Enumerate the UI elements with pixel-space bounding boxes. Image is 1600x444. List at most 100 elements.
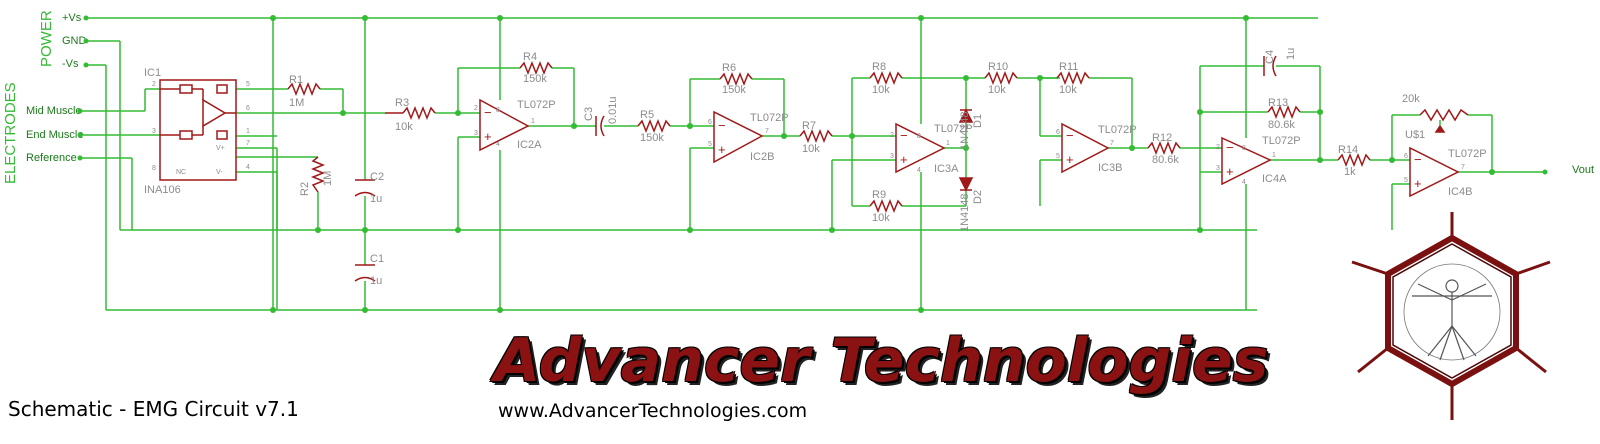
r6-resistor [719,71,753,87]
ic2b-opamp [713,110,764,164]
svg-text:2: 2 [474,105,478,112]
net-label-end-muscle: End Muscle [26,129,83,141]
c2-ref: C2 [370,171,384,183]
svg-text:5: 5 [708,141,712,148]
ic1-inner-amp [202,98,227,128]
ic1-pin-labels: 2 3 8 5 6 1 7 4 NC V+ V- [152,81,250,176]
svg-text:2: 2 [890,132,894,139]
r4-value: 150k [523,73,547,85]
svg-text:−: − [900,128,908,143]
net-label-vs-neg: -Vs [62,58,79,70]
d2-diode [958,177,974,192]
svg-text:V-: V- [216,169,223,176]
r7-resistor [799,128,833,144]
c4-value: 1u [1285,48,1297,60]
website-url: www.AdvancerTechnologies.com [498,400,808,422]
r3-ref: R3 [395,97,409,109]
svg-text:−: − [1414,152,1422,167]
ic2b-part: TL072P [750,112,789,124]
c1-ref: C1 [370,253,384,265]
r14-value: 1k [1344,166,1356,178]
r8-resistor [869,70,903,86]
ic3b-opamp [1061,122,1110,174]
d2-ref: D2 [972,190,984,204]
svg-text:8: 8 [496,107,500,114]
svg-text:8: 8 [1242,145,1246,152]
svg-text:1: 1 [246,128,250,135]
ic4b-part: TL072P [1448,148,1487,160]
ic2a-ref: IC2A [517,139,542,151]
r3-resistor [402,105,436,121]
c3-ref: C3 [583,107,595,121]
r5-ref: R5 [640,109,654,121]
r4-ref: R4 [523,51,537,63]
svg-text:3: 3 [890,153,894,160]
ic4b-opamp [1409,146,1460,198]
r13-ref: R13 [1268,97,1288,109]
r10-value: 10k [988,84,1006,96]
svg-text:8: 8 [152,165,156,172]
svg-text:4: 4 [1242,179,1246,186]
r13-value: 80.6k [1268,119,1295,131]
r3-value: 10k [395,121,413,133]
d1-diode [958,108,974,123]
r14-ref: R14 [1338,144,1358,156]
net-label-gnd: GND [62,35,87,47]
r10-ref: R10 [988,61,1008,73]
svg-text:4: 4 [917,167,921,174]
ic1-body [159,79,237,181]
svg-text:6: 6 [1404,153,1408,160]
ic3a-opamp [895,122,946,174]
svg-text:1: 1 [531,118,535,125]
svg-text:3: 3 [1216,165,1220,172]
net-label-reference: Reference [26,152,77,164]
r7-value: 10k [802,143,820,155]
svg-text:+: + [1414,176,1422,191]
svg-text:7: 7 [1461,164,1465,171]
svg-text:3: 3 [474,130,478,137]
svg-text:1: 1 [946,140,950,147]
svg-text:6: 6 [708,119,712,126]
r1-value: 1M [289,97,304,109]
r12-resistor [1147,140,1181,156]
svg-text:+: + [484,129,492,144]
svg-text:7: 7 [765,128,769,135]
r12-ref: R12 [1152,132,1172,144]
c1-value: 1u [370,275,382,287]
svg-text:6: 6 [1056,129,1060,136]
r10-resistor [984,70,1018,86]
svg-text:+: + [1226,164,1234,179]
svg-text:5: 5 [1056,153,1060,160]
ic3a-part: TL072P [934,123,973,135]
r6-value: 150k [722,84,746,96]
ic2a-part: TL072P [517,99,556,111]
net-label-vs-pos: +Vs [62,12,82,24]
svg-text:+: + [718,142,726,157]
r2-value: 1M [322,171,334,186]
power-group-label: POWER [38,10,55,67]
r2-resistor [310,156,326,193]
r2-ref: R2 [299,182,311,196]
d2-part: 1N4148 [959,193,971,232]
r13-resistor [1267,104,1301,120]
svg-text:1: 1 [1272,152,1276,159]
ic2a-opamp [479,98,530,152]
svg-text:−: − [484,105,492,120]
svg-text:−: − [1066,128,1074,143]
svg-text:2: 2 [1216,144,1220,151]
svg-text:4: 4 [496,141,500,148]
c4-capacitor [1263,55,1277,77]
svg-text:+: + [1066,152,1074,167]
ic3b-ref: IC3B [1098,162,1122,174]
ic4a-ref: IC4A [1262,173,1287,185]
ic4a-part: TL072P [1262,135,1301,147]
r8-value: 10k [872,84,890,96]
net-label-vout: Vout [1572,164,1594,176]
r14-resistor [1337,152,1371,168]
svg-text:5: 5 [246,81,250,88]
ic3b-part: TL072P [1098,124,1137,136]
svg-text:−: − [1226,140,1234,155]
svg-text:3: 3 [152,128,156,135]
opamp-pin-numbers: 23 18 4 65 7 23 18 4 65 7 23 18 4 65 7 [474,105,1465,186]
